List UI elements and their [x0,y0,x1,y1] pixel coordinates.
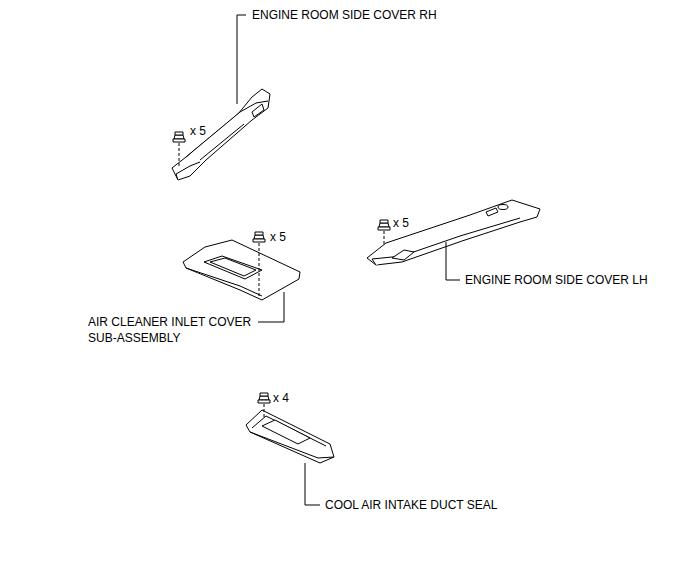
quantity-label: x 4 [273,390,289,406]
duct-seal [246,410,334,463]
install-lines [179,143,384,418]
part-name: ENGINE ROOM SIDE COVER LH [465,272,648,288]
side-cover-lh [367,200,540,265]
bolt-symbols [173,132,390,403]
part-name: AIR CLEANER INLET COVER SUB-ASSEMBLY [88,314,278,346]
side-cover-rh [172,89,270,180]
quantity-label: x 5 [270,229,286,245]
part-name: ENGINE ROOM SIDE COVER RH [252,7,437,23]
quantity-label: x 5 [393,215,409,231]
part-name: COOL AIR INTAKE DUCT SEAL [325,497,498,513]
leader-lines [237,15,460,505]
air-cleaner-cover [183,240,300,300]
quantity-label: x 5 [190,123,206,139]
